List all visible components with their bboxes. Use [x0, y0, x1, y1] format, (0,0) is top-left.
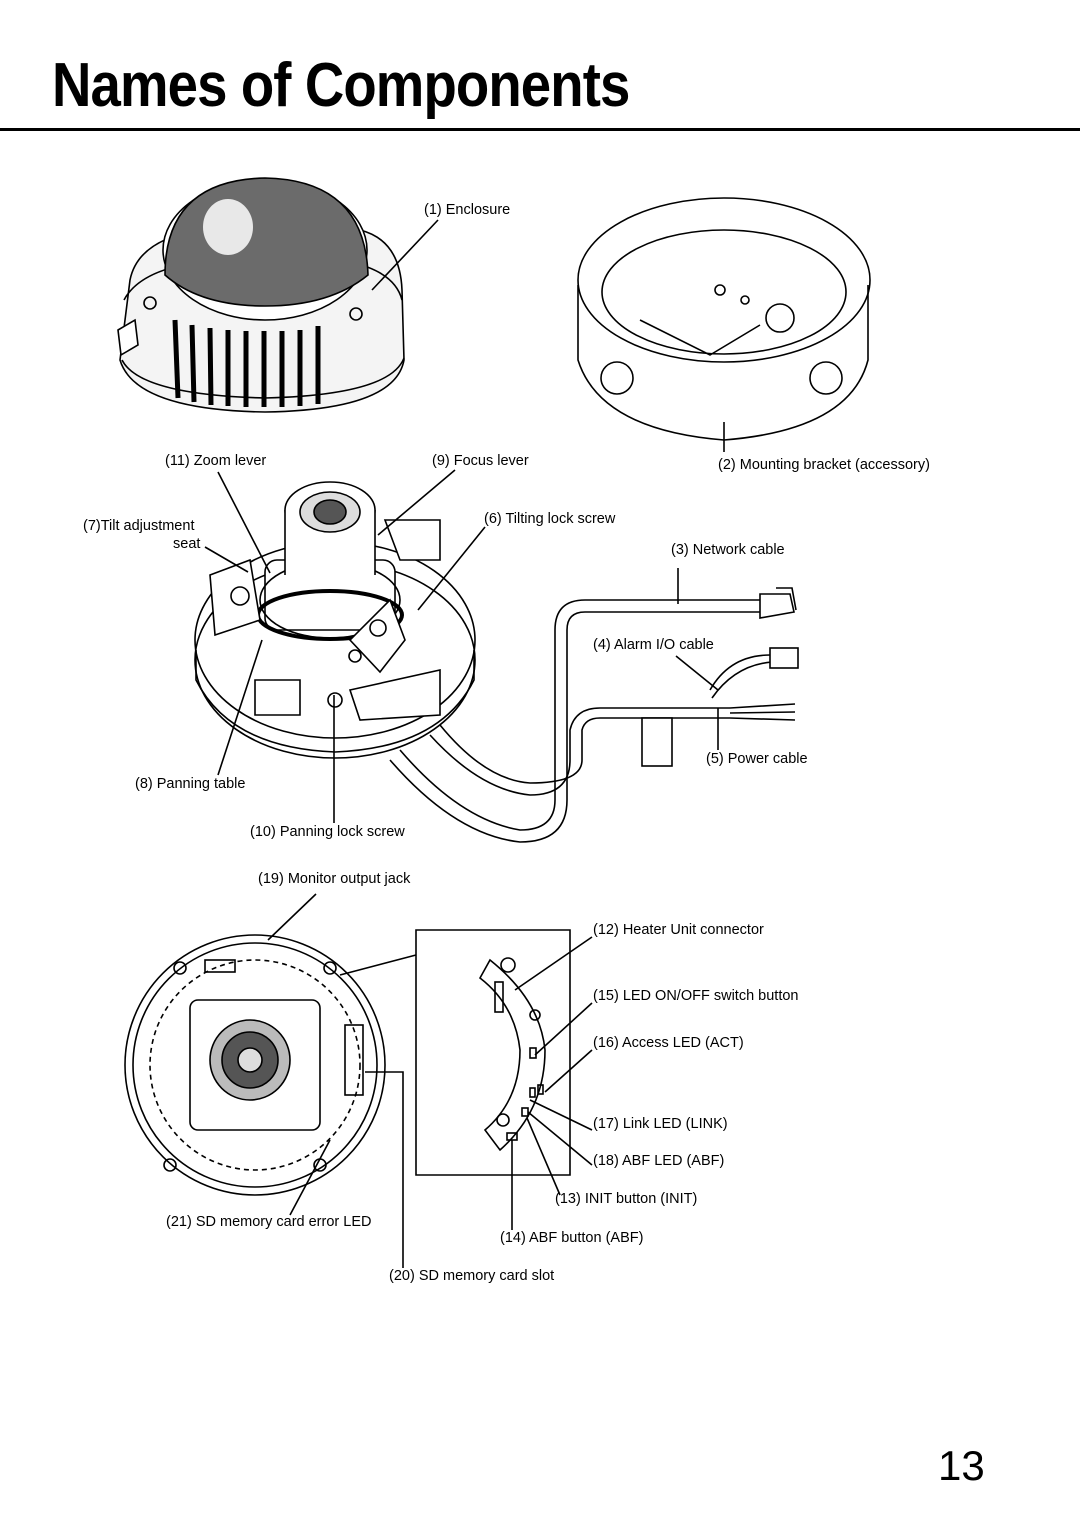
- label-abf-led: (18) ABF LED (ABF): [593, 1153, 725, 1169]
- page-title: Names of Components: [52, 51, 630, 120]
- label-sd-card-error-led: (21) SD memory card error LED: [166, 1214, 372, 1230]
- bottom-view-drawing: [124, 934, 386, 1196]
- label-tilt-adjustment-seat: (7)Tilt adjustment: [83, 518, 195, 534]
- label-panning-lock-screw: (10) Panning lock screw: [250, 824, 405, 840]
- label-power-cable: (5) Power cable: [706, 751, 808, 767]
- label-link-led: (17) Link LED (LINK): [593, 1116, 728, 1132]
- label-access-led: (16) Access LED (ACT): [593, 1035, 744, 1051]
- label-focus-lever: (9) Focus lever: [432, 453, 529, 469]
- label-led-switch-button: (15) LED ON/OFF switch button: [593, 988, 799, 1004]
- label-panning-table: (8) Panning table: [135, 776, 246, 792]
- dome-camera-drawing: [117, 177, 405, 413]
- title-rule: [0, 128, 1080, 131]
- mounting-bracket-drawing: [577, 197, 871, 441]
- label-sd-card-slot: (20) SD memory card slot: [389, 1268, 555, 1284]
- page-number: 13: [938, 1442, 985, 1489]
- label-mounting-bracket: (2) Mounting bracket (accessory): [718, 457, 930, 473]
- cables-drawing: [389, 587, 799, 843]
- label-zoom-lever: (11) Zoom lever: [165, 453, 267, 469]
- label-alarm-io-cable: (4) Alarm I/O cable: [593, 637, 714, 653]
- label-init-button: (13) INIT button (INIT): [555, 1191, 698, 1207]
- label-tilt-adjustment-seat-line2: seat: [173, 536, 201, 552]
- label-monitor-output-jack: (19) Monitor output jack: [258, 871, 411, 887]
- label-enclosure: (1) Enclosure: [424, 202, 511, 218]
- label-tilting-lock-screw: (6) Tilting lock screw: [484, 511, 616, 527]
- label-network-cable: (3) Network cable: [671, 542, 785, 558]
- camera-unit-drawing: [194, 481, 476, 759]
- label-heater-unit-connector: (12) Heater Unit connector: [593, 922, 764, 938]
- label-abf-button: (14) ABF button (ABF): [500, 1230, 644, 1246]
